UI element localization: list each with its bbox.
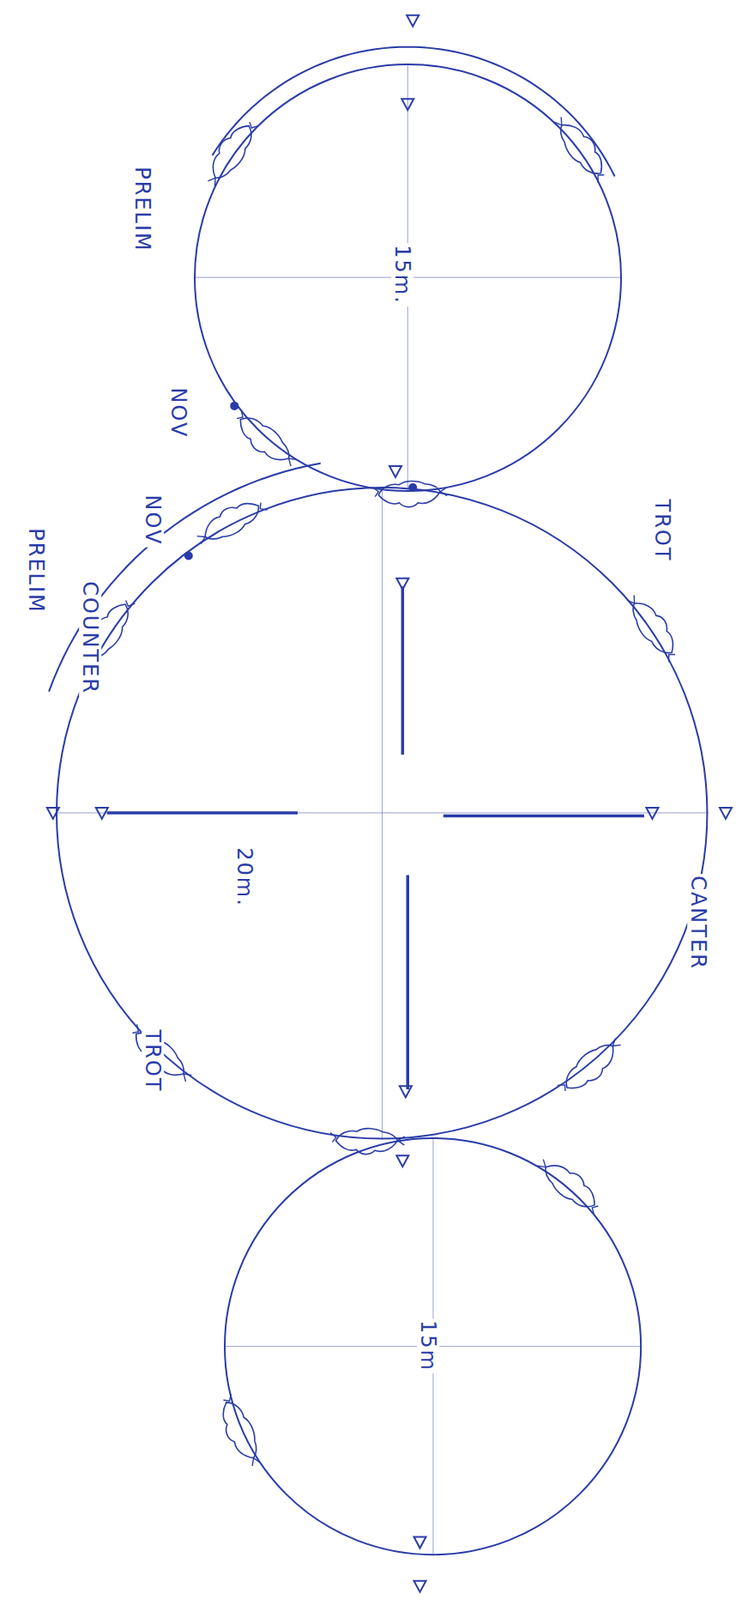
horse-sketch [372, 480, 447, 507]
circle-size: 20m. [233, 844, 256, 909]
marker-triangle [399, 1085, 412, 1097]
pattern-label: NOV [141, 493, 164, 548]
marker-triangle [401, 98, 414, 110]
marker-triangle [96, 807, 109, 819]
pattern-label: PRELIM [131, 164, 154, 254]
track-line [107, 810, 298, 815]
marker-triangle [719, 807, 732, 819]
horse-sketch [228, 404, 302, 475]
arena-circle: 15m [223, 1136, 642, 1555]
horse-sketch [553, 1032, 628, 1100]
marker-triangle [396, 1154, 409, 1166]
pattern-label: COUNTER [78, 579, 101, 696]
pattern-label: TROT [141, 1026, 164, 1093]
marker-triangle [414, 1580, 427, 1592]
marker-triangle [414, 1536, 427, 1548]
pattern-label: CANTER [687, 873, 710, 972]
track-line [406, 874, 411, 1089]
guide-line [381, 486, 383, 1139]
horse-sketch [621, 588, 686, 665]
track-line [443, 814, 645, 818]
marker-triangle [389, 465, 402, 477]
horse-sketch [548, 110, 615, 187]
pattern-label: PRELIM [24, 526, 47, 616]
arena-circle: 15m. [193, 63, 622, 492]
marker-triangle [406, 15, 419, 27]
pattern-label: TROT [651, 496, 674, 563]
pattern-label: NOV [167, 386, 190, 441]
marker-triangle [645, 807, 658, 819]
circle-size: 15m. [391, 242, 414, 307]
horse-sketch [199, 114, 265, 190]
track-line [401, 585, 405, 755]
horse-sketch [533, 1150, 607, 1219]
marker-triangle [396, 578, 409, 590]
circle-size: 15m [416, 1317, 440, 1373]
